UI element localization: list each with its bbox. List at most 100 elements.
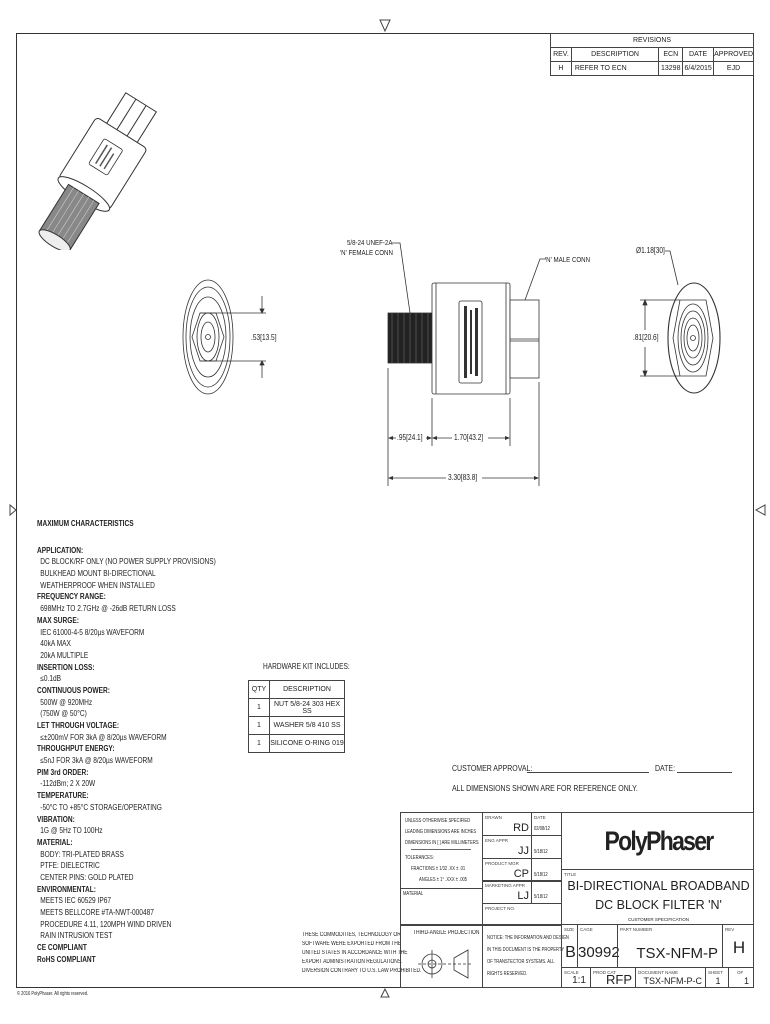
characteristic-heading: CE COMPLIANT: [37, 943, 87, 953]
approval-initials: LJ: [517, 890, 529, 902]
drawing-title-line-2: DC BLOCK FILTER 'N': [595, 898, 722, 912]
customer-spec-label: CUSTOMER SPECIFICATION: [627, 917, 690, 922]
approval-name-cell: PRODUCT MGR CP: [482, 858, 532, 882]
characteristic-value: RAIN INTRUSION TEST: [40, 931, 113, 941]
characteristic-heading: MATERIAL:: [37, 837, 73, 847]
part-number-label: PART NUMBER: [620, 927, 653, 932]
notice-line: NOTICE: THE INFORMATION AND DESIGN: [487, 935, 569, 941]
tolerance-angles: ANGLES ± 1° .XXX ± .005: [419, 877, 468, 883]
characteristic-value: PROCEDURE 4.11, 120MPH WIND DRIVEN: [40, 919, 172, 929]
characteristic-heading: APPLICATION:: [37, 545, 84, 555]
scale-value: 1:1: [572, 975, 586, 986]
drawing-title-line-1: BI-DIRECTIONAL BROADBAND: [567, 879, 750, 893]
characteristic-heading: INSERTION LOSS:: [37, 662, 95, 672]
revision-row: H REFER TO ECN 13298 6/4/2015 EJD: [550, 61, 754, 76]
tolerance-cell: UNLESS OTHERWISE SPECIFIED LEADING DIMEN…: [400, 812, 483, 889]
characteristic-heading: PIM 3rd ORDER:: [37, 767, 89, 777]
characteristic-heading: VIBRATION:: [37, 814, 75, 824]
sheet-label: SHEET: [708, 970, 724, 975]
description-cell: WASHER 5/8 410 SS: [269, 716, 345, 735]
dim-left-end: .53[13.5]: [251, 333, 277, 342]
characteristic-heading: MAX SURGE:: [37, 615, 79, 625]
top-center-marker-icon: [379, 19, 391, 33]
approval-label: MARKETING APPR: [485, 883, 526, 888]
right-center-marker-icon: [754, 504, 766, 516]
characteristic-value: 20kA MULTIPLE: [40, 650, 89, 660]
project-no-label: PROJECT NO.: [485, 906, 516, 911]
rev-value: H: [732, 938, 746, 957]
characteristic-value: (750W @ 50°C): [40, 709, 87, 719]
drawing-frame: [16, 33, 754, 988]
notice-line: OF TRANSTECTOR SYSTEMS. ALL: [487, 959, 555, 965]
characteristic-heading: FREQUENCY RANGE:: [37, 592, 106, 602]
notice-line: RIGHTS RESERVED.: [487, 971, 528, 977]
approval-date-label: DATE:: [655, 763, 676, 773]
characteristic-heading: LET THROUGH VOLTAGE:: [37, 721, 120, 730]
customer-approval-label: CUSTOMER APPROVAL:: [452, 763, 533, 773]
description-cell: REFER TO ECN: [570, 61, 660, 76]
approval-date-cell: 5/18/12: [531, 858, 562, 882]
approval-initials: CP: [513, 868, 529, 880]
bottom-center-marker-icon: [380, 987, 390, 998]
of-value: 1: [743, 976, 749, 986]
projection-cell: THIRD-ANGLE PROJECTION: [400, 925, 483, 988]
material-label: MATERIAL: [403, 891, 424, 897]
approval-date: 5/18/12: [534, 894, 548, 900]
approval-date-line[interactable]: [677, 772, 732, 773]
of-label: OF: [737, 970, 744, 975]
polyphaser-logo: PolyPhaser: [604, 826, 714, 856]
characteristics-list: APPLICATION: DC BLOCK/RF ONLY (NO POWER S…: [37, 533, 255, 965]
date-label: DATE: [534, 815, 546, 820]
date-cell: 6/4/2015: [682, 61, 715, 76]
characteristic-value: ≤0.1dB: [40, 674, 62, 684]
characteristic-value: MEETS BELLCORE #TA-NWT-000487: [40, 908, 154, 917]
dim-female-length: .95[24.1]: [397, 433, 423, 442]
project-no-cell: PROJECT NO.: [482, 903, 562, 925]
hardware-kit-title: HARDWARE KIT INCLUDES:: [263, 662, 350, 671]
description-cell: SILICONE O-RING 019: [269, 734, 345, 753]
approval-label: PRODUCT MGR: [485, 861, 519, 866]
characteristic-value: 500W @ 920MHz: [40, 697, 93, 707]
part-number-value: TSX-NFM-P: [636, 945, 718, 962]
description-cell: NUT 5/8-24 303 HEX SS: [269, 698, 345, 717]
isometric-view-image: [38, 92, 157, 250]
unless-specified-text: DIMENSIONS IN [ ] ARE MILLIMETERS: [405, 840, 479, 846]
size-cell: SIZE B: [561, 924, 578, 968]
qty-cell: 1: [248, 698, 270, 717]
export-notice-line: DIVERSION CONTRARY TO U.S. LAW PROHIBITE…: [302, 968, 422, 974]
title-label: TITLE: [564, 872, 577, 877]
tolerance-fractions: FRACTIONS ± 1/32 .XX ± .01: [411, 866, 466, 872]
characteristic-value: ≤5nJ FOR 3kA @ 8/20µs WAVEFORM: [40, 756, 153, 766]
characteristic-heading: ENVIRONMENTAL:: [37, 884, 96, 894]
scale-label: SCALE: [564, 970, 579, 975]
rev-cell: H: [550, 61, 572, 76]
characteristic-value: 40kA MAX: [40, 639, 71, 649]
approval-label: DRAWN: [485, 815, 502, 820]
characteristic-heading: RoHS COMPLIANT: [37, 954, 96, 964]
female-conn-thread-note: 5/8-24 UNEF-2A: [347, 238, 393, 247]
approved-cell: EJD: [713, 61, 754, 76]
prod-cat-cell: PROD CAT RFP: [590, 967, 636, 988]
approval-date: 5/18/12: [534, 849, 548, 855]
rev-cell: REV H: [722, 924, 754, 968]
size-label: SIZE: [564, 927, 575, 932]
characteristic-value: -112dBm; 2 X 20W: [40, 779, 96, 789]
doc-name-value: TSX-NFM-P-C: [643, 976, 703, 986]
male-end-view: [640, 250, 721, 394]
export-notice-line: THESE COMMODITIES, TECHNOLOGY OR: [302, 932, 401, 938]
notice-cell: NOTICE: THE INFORMATION AND DESIGN IN TH…: [482, 925, 569, 988]
characteristic-value: 1G @ 5Hz TO 100Hz: [40, 826, 103, 836]
male-conn-note: 'N' MALE CONN: [545, 255, 591, 264]
customer-approval-line[interactable]: [527, 772, 649, 773]
projection-label: THIRD-ANGLE PROJECTION: [413, 930, 480, 936]
export-notice: THESE COMMODITIES, TECHNOLOGY OR SOFTWAR…: [302, 932, 448, 974]
approval-name-cell: MARKETING APPR LJ: [482, 880, 532, 904]
dim-right-end: .81[20.6]: [633, 333, 659, 342]
characteristic-value: DC BLOCK/RF ONLY (NO POWER SUPPLY PROVIS…: [40, 557, 216, 567]
dim-diameter: Ø1.18[30]: [636, 246, 665, 255]
of-cell: OF 1: [728, 967, 754, 988]
